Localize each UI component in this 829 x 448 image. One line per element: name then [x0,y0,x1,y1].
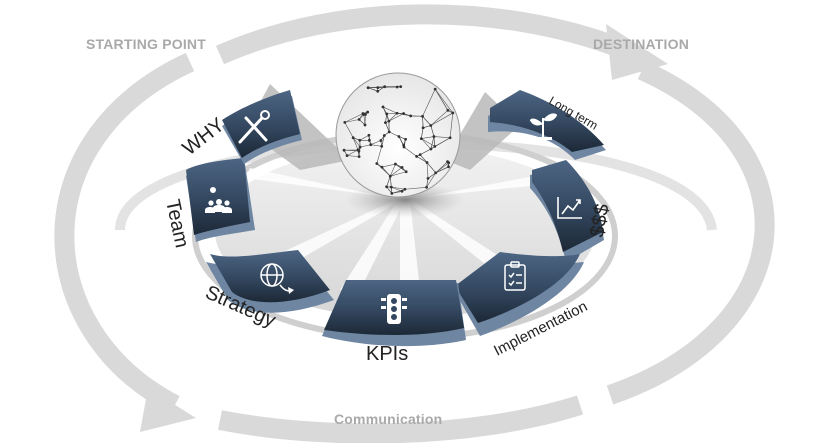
sphere-mesh-node [405,170,408,173]
sphere-mesh-node [447,165,450,168]
sphere-mesh-node [357,150,360,153]
sphere-mesh-node [379,139,382,142]
sphere-mesh-node [352,136,355,139]
sphere-mesh-node [375,162,378,165]
sphere-mesh-node [398,135,401,138]
sphere-mesh-node [449,136,452,139]
starting-point-label: STARTING POINT [86,36,206,52]
sphere-mesh-node [364,124,367,127]
destination-label: DESTINATION [593,36,689,52]
sphere-mesh-node [399,85,402,88]
sphere-mesh-node [390,192,393,195]
sphere-mesh-node [390,186,393,189]
sphere-mesh-node [415,155,418,158]
segment-label-money: $$$ [586,202,613,239]
sphere-mesh-node [396,112,399,115]
segment-label-why: WHY [179,114,229,160]
sphere-mesh-node [434,88,437,91]
sphere-mesh-node [419,153,422,156]
sphere-mesh-node [387,120,390,123]
sphere-mesh-node [368,134,371,137]
sphere-mesh-node [402,144,405,147]
sphere-mesh-node [394,163,397,166]
cycle-arrow-top [220,14,620,55]
sphere-mesh-node [359,146,362,149]
sphere-mesh-node [382,106,385,109]
sphere-mesh-node [366,111,369,114]
sphere-mesh-node [433,145,436,148]
sphere-mesh-node [384,121,387,124]
sphere-mesh-node [451,112,454,115]
cycle-arrow-right [610,70,765,395]
sphere-mesh-node [409,115,412,118]
sphere-mesh-node [385,113,388,116]
sphere-mesh-node [368,139,371,142]
sphere-mesh-node [430,148,433,151]
sphere-mesh-node [385,185,388,188]
sphere-mesh-node [369,143,372,146]
segment-label-kpis: KPIs [366,343,408,365]
segment-label-team: Team [161,197,193,249]
sphere-mesh-node [389,175,392,178]
sphere-mesh-node [376,86,379,89]
sphere-mesh-node [434,171,437,174]
sphere-mesh-node [343,121,346,124]
sphere-mesh-node [383,134,386,137]
sphere-mesh-node [358,155,361,158]
sphere-mesh-node [362,112,365,115]
sphere-mesh-node [446,109,449,112]
sphere-mesh-node [396,86,399,89]
sphere-mesh-node [358,118,361,121]
sphere-mesh-node [380,145,383,148]
sphere-mesh-node [367,86,370,89]
sphere-mesh-node [402,112,405,115]
sphere-mesh-node [381,166,384,169]
sphere-mesh-node [358,139,361,142]
sphere-mesh-node [433,135,436,138]
sphere-mesh-node [383,85,386,88]
sphere-mesh-node [447,161,450,164]
sphere-mesh-node [421,115,424,118]
communication-label: Communication [334,411,442,427]
sphere-mesh-node [346,154,349,157]
sphere-mesh-node [404,138,407,141]
sphere-mesh-node [343,149,346,152]
sphere-mesh-node [420,137,423,140]
sphere-mesh-node [427,177,430,180]
sphere-mesh-node [388,130,391,133]
sphere-mesh-node [422,126,425,129]
sphere-mesh-node [426,161,429,164]
sphere-mesh-node [401,166,404,169]
sphere-mesh-node [376,90,379,93]
network-sphere-icon [336,73,460,197]
sphere-mesh-node [404,188,407,191]
sphere-mesh-node [425,186,428,189]
segment-kpis[interactable]: KPIs [322,280,466,365]
sphere-mesh-node [429,124,432,127]
sphere-mesh-node [401,190,404,193]
